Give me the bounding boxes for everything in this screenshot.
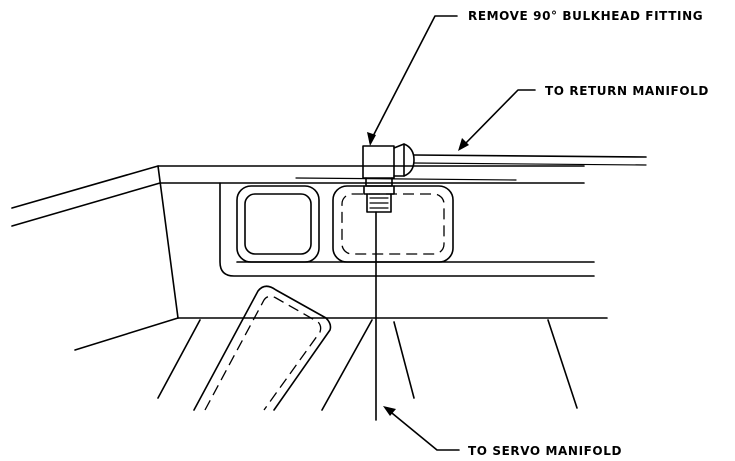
diagonal-strut (193, 285, 332, 411)
left-port-window (236, 185, 320, 263)
upper-rail-lines (157, 165, 585, 184)
callout-return-manifold: TO RETURN MANIFOLD (545, 84, 709, 98)
callout-servo-manifold: TO SERVO MANIFOLD (468, 444, 622, 458)
lower-base-structure (157, 317, 608, 411)
leader-remove-fitting (367, 15, 458, 146)
right-port-window (332, 185, 454, 263)
return-tube (413, 154, 647, 166)
left-frame-panel (11, 165, 179, 351)
leader-servo-manifold (383, 406, 460, 451)
bulkhead-fitting (362, 143, 415, 213)
leader-return-manifold (458, 89, 536, 151)
callout-remove-fitting: REMOVE 90° BULKHEAD FITTING (468, 9, 703, 23)
